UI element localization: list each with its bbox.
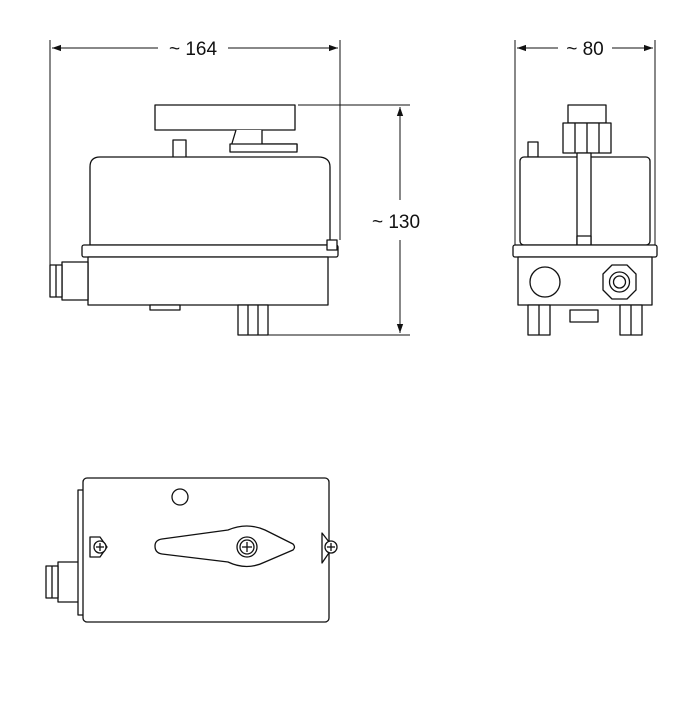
side-view [512,104,658,336]
side-shaft [576,152,592,246]
front-view [49,104,339,336]
side-shaft-head [567,104,607,124]
front-lever-handle [154,104,296,131]
side-left-port [529,266,561,298]
top-view [45,477,338,623]
dimension-height [268,104,410,336]
dimension-width [49,40,341,295]
front-left-connector [61,261,89,301]
front-housing-top [89,156,331,246]
front-flange [81,244,339,258]
dimension-width-label: ~ 164 [169,39,218,60]
dimension-height-label: ~ 130 [372,212,420,233]
dimension-depth [514,40,656,245]
front-bottom-pin [237,304,269,336]
top-hole [171,488,189,506]
top-lever [154,525,296,568]
dimension-depth-label: ~ 80 [566,39,604,60]
side-flange [512,244,658,258]
front-pin [172,139,187,159]
front-lower-body [87,256,329,306]
